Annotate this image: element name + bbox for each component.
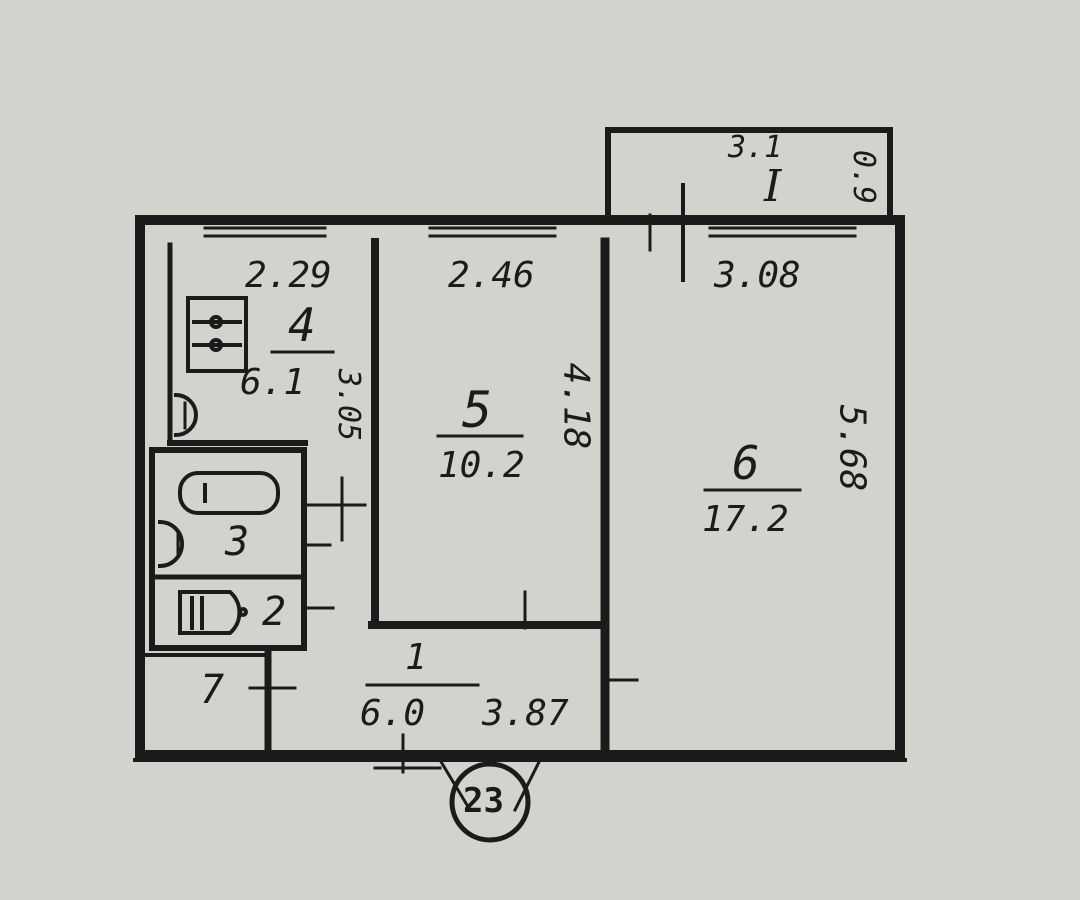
room6-width-dim: 3.08 <box>714 255 801 296</box>
room-7-number: 7 <box>200 667 225 713</box>
room5-height-dim: 4.18 <box>555 362 597 450</box>
room-4-number: 4 <box>288 298 316 352</box>
room5-width-dim: 2.46 <box>448 255 535 296</box>
outer-wall <box>135 215 905 760</box>
balcony-outline <box>605 127 893 223</box>
room-3-number: 3 <box>225 519 250 565</box>
fraction-bars <box>270 350 802 687</box>
stove-icon <box>186 296 248 373</box>
bathtub-icon <box>178 471 280 515</box>
balcony-width-dim: 3.1 <box>728 130 783 165</box>
room-6-number: 6 <box>732 436 760 490</box>
toilet-icon <box>178 590 248 635</box>
balcony-depth-dim: 0.9 <box>846 149 882 205</box>
room4-height-dim: 3.05 <box>331 368 367 442</box>
bathroom-block <box>149 447 307 651</box>
hall-width-dim: 3.87 <box>482 693 569 734</box>
windows <box>203 226 857 238</box>
stamp-number: 23 <box>463 781 504 821</box>
room-1-area: 6.0 <box>360 693 426 734</box>
room-1-number: 1 <box>405 637 427 678</box>
room-5-number: 5 <box>462 381 493 439</box>
kitchen-sink-icon <box>173 392 198 438</box>
balcony-number: I <box>764 161 782 212</box>
room-6-area: 17.2 <box>702 499 789 540</box>
room6-height-dim: 5.68 <box>831 404 873 492</box>
washbasin-icon <box>157 519 184 569</box>
room-2-number: 2 <box>262 589 287 635</box>
room-4-area: 6.1 <box>240 362 306 403</box>
room-5-area: 10.2 <box>438 445 525 486</box>
stamp-circle <box>449 761 531 843</box>
room4-width-dim: 2.29 <box>245 255 332 296</box>
